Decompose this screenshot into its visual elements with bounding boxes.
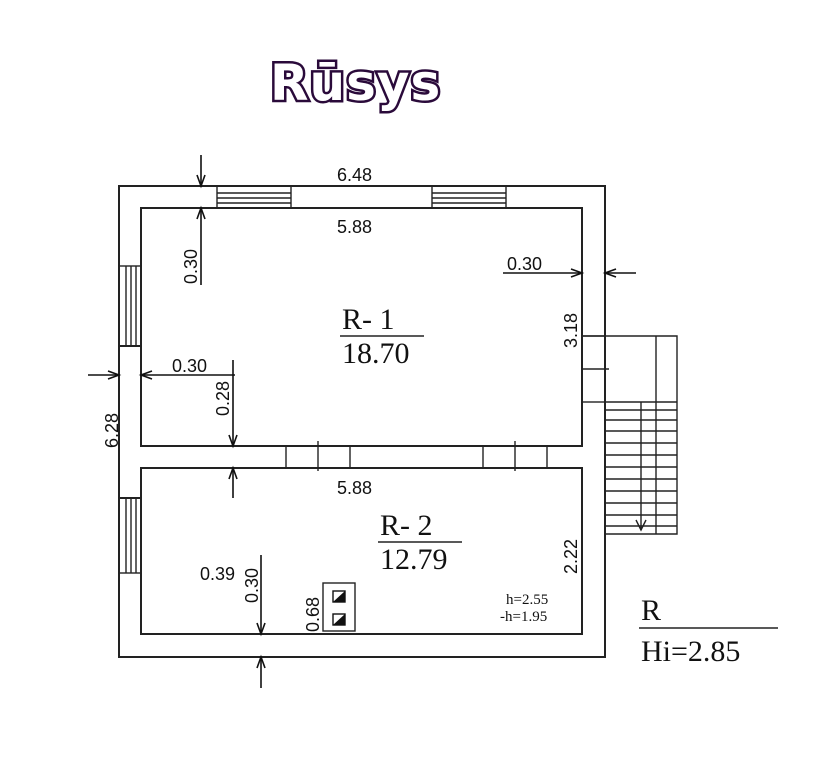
dim-arrow-left	[88, 370, 235, 380]
legend: R Hi=2.85	[639, 594, 778, 668]
dim-inner-width-bottom: 5.88	[337, 478, 372, 498]
stove	[322, 582, 356, 632]
legend-label: R	[641, 594, 661, 627]
window-top-left	[216, 185, 292, 209]
plan-title: Rūsys	[270, 54, 441, 112]
window-top-right	[431, 185, 507, 209]
dim-wall-bottom-a: 0.39	[200, 564, 235, 584]
room-2-name: R- 2	[380, 509, 433, 542]
dim-inner-width-top: 5.88	[337, 217, 372, 237]
outer-wall	[118, 185, 606, 658]
dim-arrow-top	[196, 155, 206, 285]
room-2-area: 12.79	[380, 543, 448, 576]
dim-wall-right: 0.30	[507, 254, 542, 274]
dim-partition: 0.28	[213, 381, 233, 416]
dim-room1-height: 3.18	[561, 313, 581, 348]
dim-outer-width: 6.48	[337, 165, 372, 185]
door-partition-left	[285, 441, 351, 471]
door-partition-right	[482, 441, 548, 471]
dim-stove: 0.68	[303, 597, 323, 632]
staircase	[582, 335, 678, 535]
room-2-label: R- 2 12.79	[378, 509, 462, 576]
ceiling-height-label: h=2.55	[506, 592, 548, 608]
legend-value: Hi=2.85	[641, 635, 740, 668]
low-height-label: -h=1.95	[500, 609, 547, 625]
dim-arrow-partition	[228, 360, 238, 498]
dim-outer-height: 6.28	[102, 413, 122, 448]
dim-wall-top: 0.30	[181, 249, 201, 284]
window-left-lower	[118, 497, 142, 574]
dim-wall-left: 0.30	[172, 356, 207, 376]
dim-arrow-right	[503, 268, 636, 278]
dim-wall-bottom-b: 0.30	[242, 568, 262, 603]
room-1-area: 18.70	[342, 337, 410, 370]
left-wall-jog	[119, 345, 141, 499]
room-1-label: R- 1 18.70	[340, 303, 424, 370]
window-left-upper	[118, 265, 142, 347]
room-1-name: R- 1	[342, 303, 395, 336]
dim-arrow-bottom	[256, 555, 266, 688]
entrance-door	[581, 335, 609, 403]
dim-room2-height: 2.22	[561, 539, 581, 574]
